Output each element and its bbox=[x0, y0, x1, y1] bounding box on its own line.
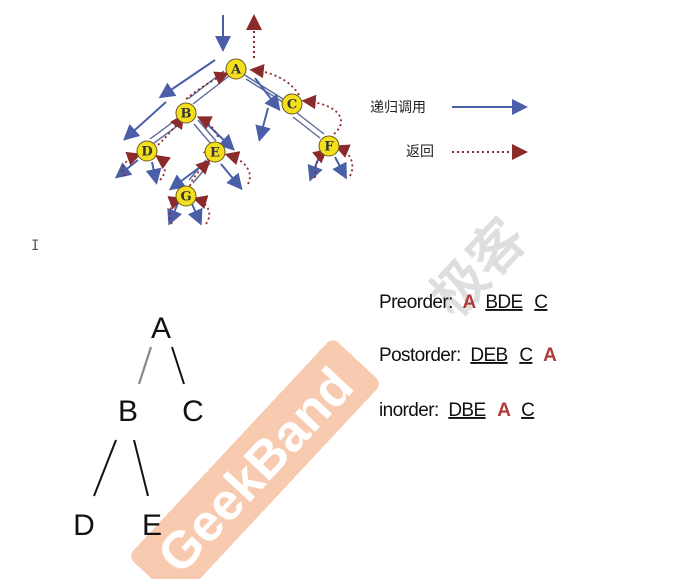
svg-text:F: F bbox=[324, 140, 334, 155]
text-cursor-icon: I bbox=[31, 238, 40, 254]
postorder-left: DEB bbox=[470, 345, 507, 366]
simple-tree: A B C D E bbox=[73, 312, 204, 542]
svg-text:B: B bbox=[181, 107, 192, 122]
tree-edge-b-d bbox=[93, 439, 117, 497]
tree-node-e: E bbox=[142, 509, 162, 542]
inorder-line: inorder: DBE A C bbox=[379, 400, 534, 421]
postorder-line: Postorder: DEB C A bbox=[379, 345, 557, 366]
watermark-text: GeekBand bbox=[147, 357, 365, 579]
diagram-node-e: E bbox=[204, 141, 226, 163]
tree-node-b: B bbox=[118, 395, 138, 428]
svg-text:A: A bbox=[230, 63, 242, 78]
diagram-node-c: C bbox=[281, 93, 303, 115]
inorder-left: DBE bbox=[448, 400, 485, 421]
preorder-left: BDE bbox=[485, 292, 522, 313]
legend-call-label: 递归调用 bbox=[370, 99, 426, 116]
preorder-label: Preorder: bbox=[379, 292, 453, 313]
inorder-root: A bbox=[497, 400, 511, 421]
tree-node-d: D bbox=[73, 509, 95, 542]
diagram-node-a: A bbox=[225, 58, 247, 80]
preorder-root: A bbox=[463, 292, 477, 313]
watermark: GeekBand 极客 bbox=[131, 207, 538, 579]
tree-edge-a-b bbox=[137, 346, 153, 385]
preorder-line: Preorder: A BDE C bbox=[379, 292, 547, 313]
postorder-right: C bbox=[519, 345, 532, 366]
svg-text:G: G bbox=[180, 190, 191, 205]
svg-text:E: E bbox=[210, 146, 220, 161]
diagram-legend: 递归调用 返回 bbox=[370, 99, 528, 160]
recursion-call-diagram: A B C D E F G bbox=[114, 14, 354, 226]
legend-return-label: 返回 bbox=[406, 144, 434, 160]
svg-text:C: C bbox=[287, 98, 297, 113]
postorder-label: Postorder: bbox=[379, 345, 461, 366]
postorder-root: A bbox=[543, 345, 557, 366]
diagram-node-b: B bbox=[175, 102, 197, 124]
tree-node-c: C bbox=[182, 395, 204, 428]
diagram-node-d: D bbox=[136, 140, 158, 162]
inorder-label: inorder: bbox=[379, 400, 439, 421]
traversal-list: Preorder: A BDE C Postorder: DEB C A ino… bbox=[379, 292, 558, 421]
tree-edge-a-c bbox=[171, 346, 185, 385]
diagram-node-g: G bbox=[175, 185, 197, 207]
tree-edge-b-e bbox=[133, 439, 149, 497]
tree-node-a: A bbox=[151, 312, 171, 345]
svg-text:D: D bbox=[141, 145, 152, 160]
diagram-node-f: F bbox=[318, 135, 340, 157]
inorder-right: C bbox=[521, 400, 534, 421]
preorder-right: C bbox=[534, 292, 547, 313]
